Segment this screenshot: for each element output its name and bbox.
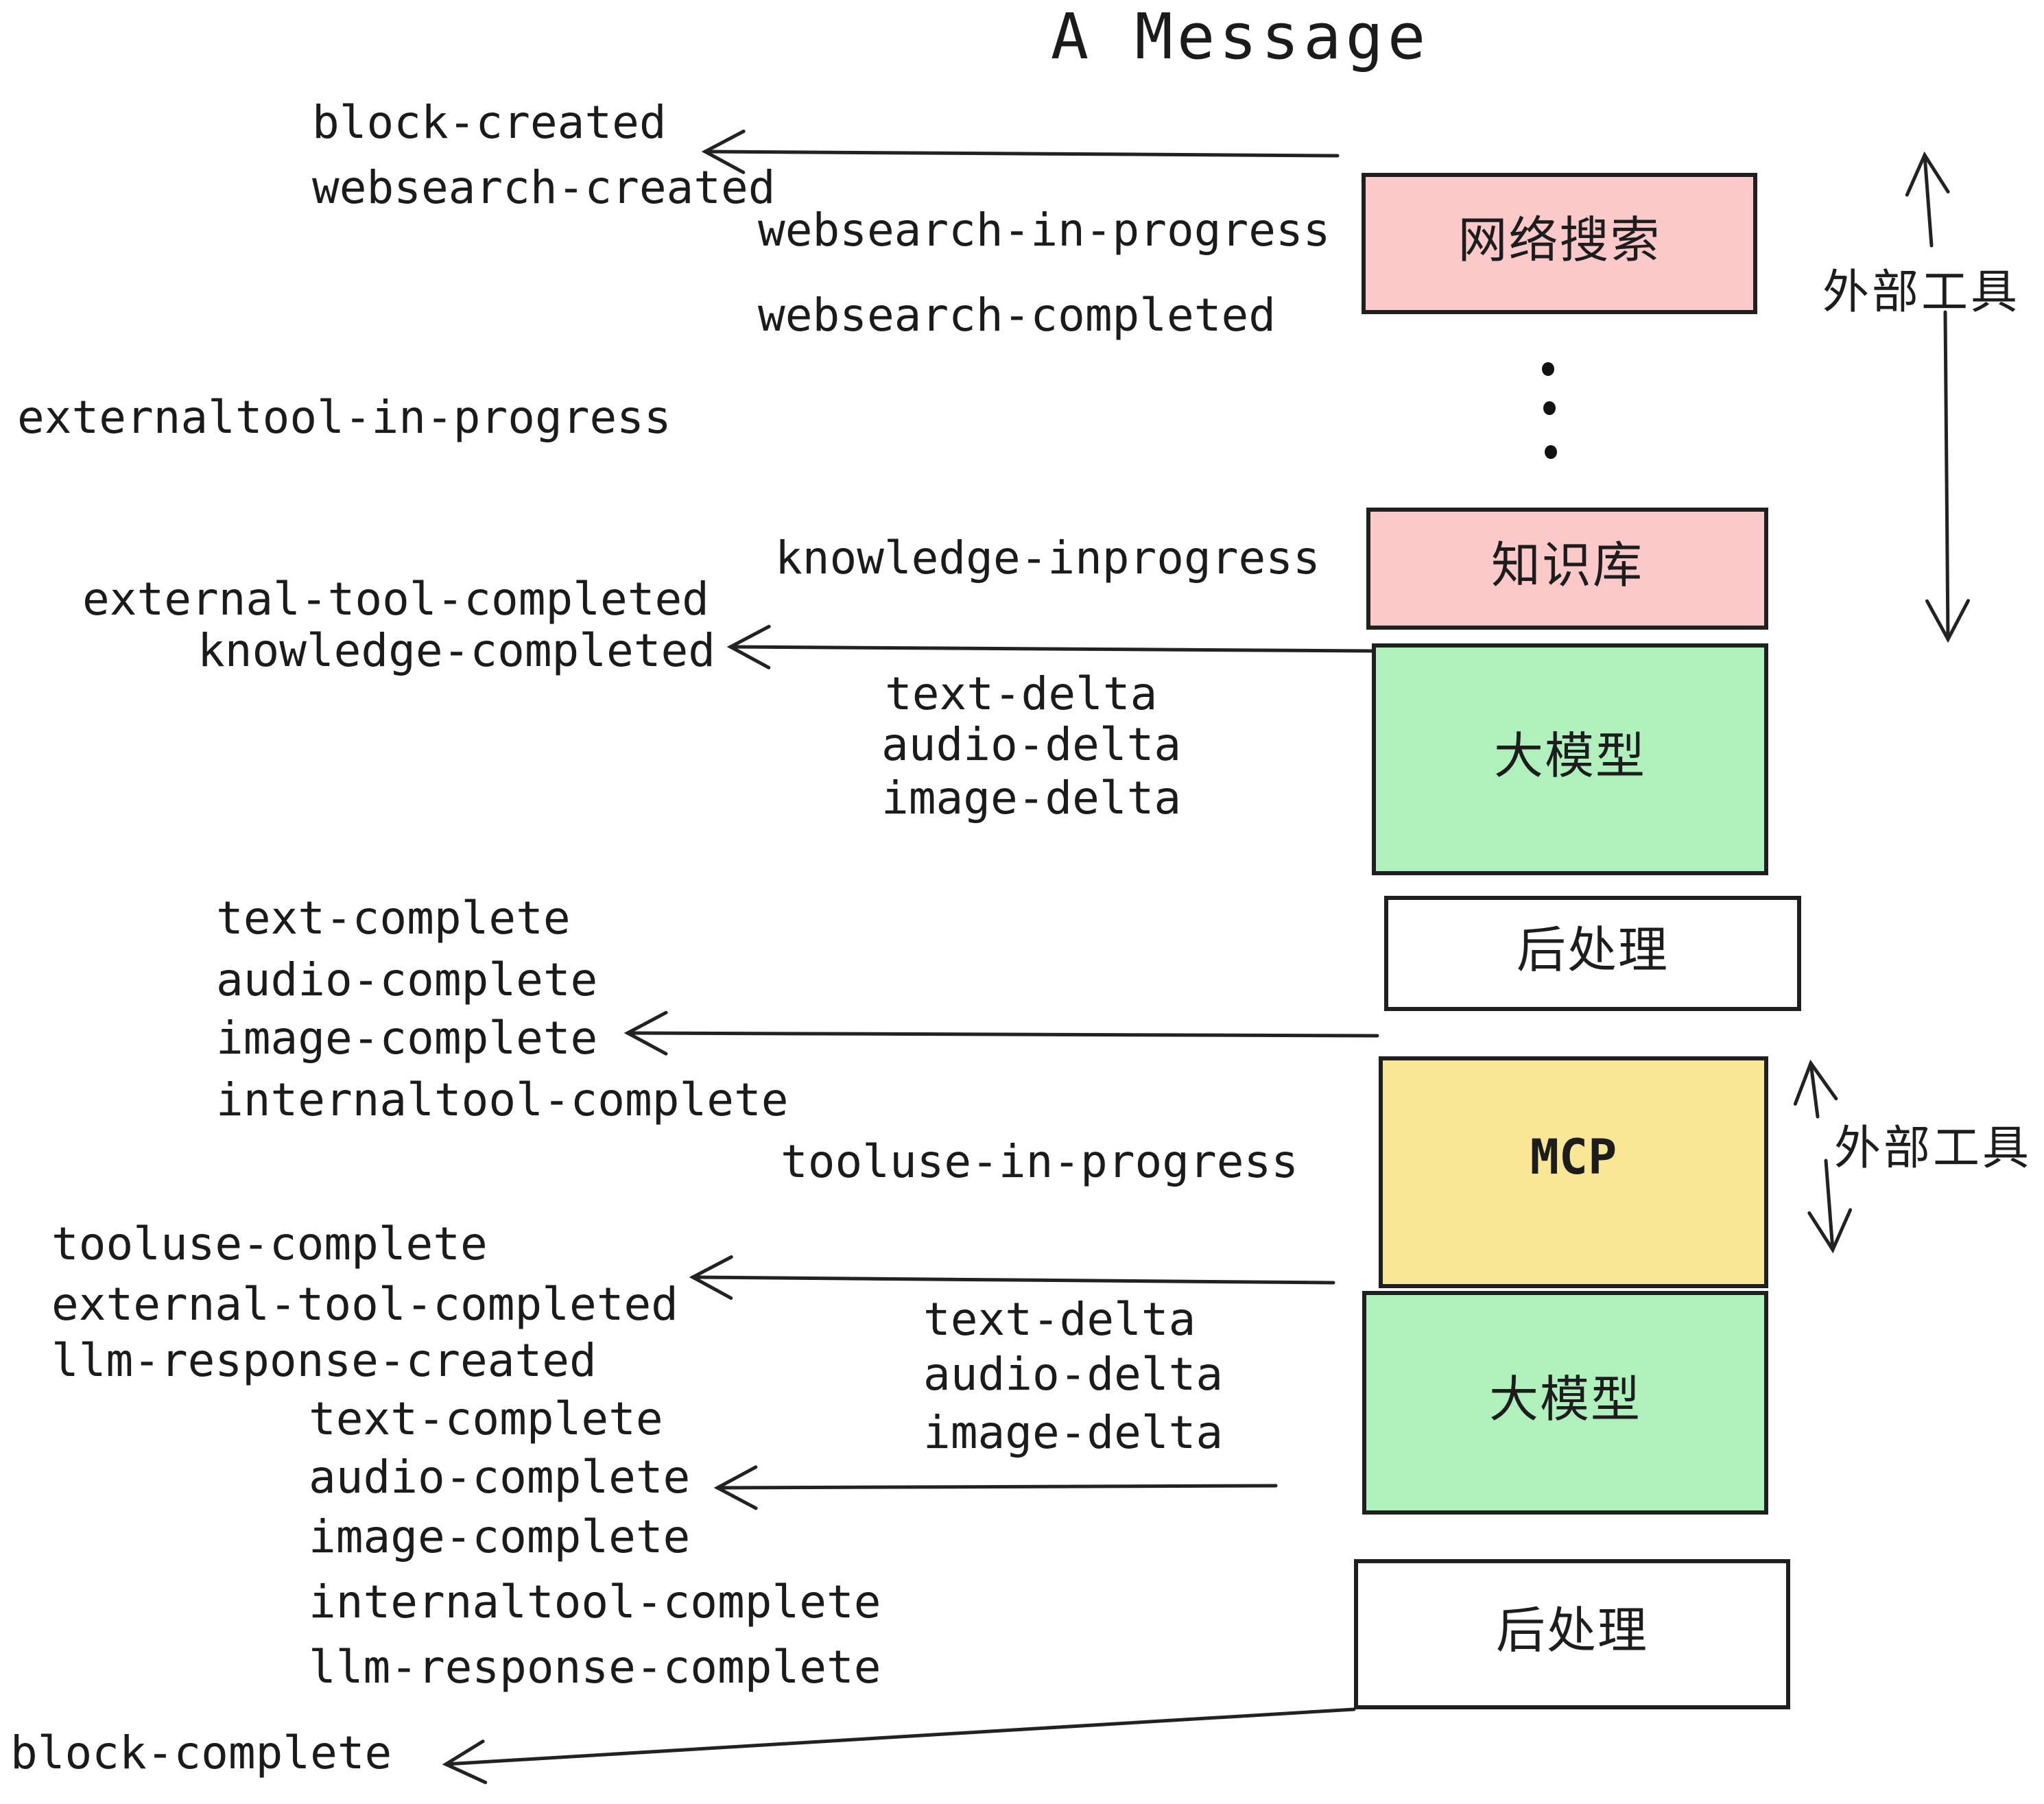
external-tool-upper-arrow-down xyxy=(1925,310,1971,643)
vertical-ellipsis-icon xyxy=(1542,362,1554,376)
event-label-externaltool-in-progress: externaltool-in-progress xyxy=(17,391,672,444)
postprocess-box-bottom-label: 后处理 xyxy=(1495,1604,1648,1659)
event-label-image-complete-1: image-complete xyxy=(216,1012,598,1065)
llm-box-bottom-label: 大模型 xyxy=(1488,1372,1641,1427)
postprocess-box-top-label: 后处理 xyxy=(1516,923,1669,978)
llm-box-bottom: 大模型 xyxy=(1362,1291,1768,1515)
vertical-ellipsis-icon xyxy=(1545,445,1557,459)
vertical-ellipsis-icon xyxy=(1543,401,1556,415)
event-label-text-delta-2: text-delta xyxy=(923,1293,1196,1346)
event-label-text-complete-2: text-complete xyxy=(309,1392,663,1445)
arrow-mcp-to-image-complete xyxy=(623,1010,1379,1056)
event-label-llm-response-complete: llm-response-complete xyxy=(309,1641,881,1694)
event-label-audio-complete-2: audio-complete xyxy=(309,1451,691,1504)
event-label-text-delta-1: text-delta xyxy=(885,667,1158,720)
event-label-external-tool-completed-2: external-tool-completed xyxy=(51,1278,678,1331)
websearch-box-label: 网络搜索 xyxy=(1458,213,1661,268)
llm-box-top-label: 大模型 xyxy=(1493,728,1646,784)
event-label-audio-delta-2: audio-delta xyxy=(923,1348,1224,1401)
diagram-title: A Message xyxy=(1050,0,1430,73)
external-tool-lower-arrow-down xyxy=(1807,1159,1853,1254)
event-label-audio-delta-1: audio-delta xyxy=(881,718,1182,771)
websearch-box: 网络搜索 xyxy=(1362,173,1757,314)
event-label-websearch-in-progress: websearch-in-progress xyxy=(758,204,1331,257)
mcp-box-label: MCP xyxy=(1530,1129,1617,1185)
event-label-audio-complete-1: audio-complete xyxy=(216,953,598,1006)
external-tool-lower-arrow-up xyxy=(1793,1059,1838,1119)
postprocess-box-bottom: 后处理 xyxy=(1354,1559,1790,1709)
knowledge-box: 知识库 xyxy=(1366,508,1768,630)
event-label-websearch-created: websearch-created xyxy=(312,161,776,214)
arrow-post-to-block-complete xyxy=(442,1707,1356,1785)
event-label-tooluse-in-progress: tooluse-in-progress xyxy=(781,1135,1298,1188)
event-label-image-delta-1: image-delta xyxy=(881,772,1182,824)
event-label-block-created: block-created xyxy=(312,96,667,149)
postprocess-box-top: 后处理 xyxy=(1384,896,1801,1011)
event-label-knowledge-inprogress: knowledge-inprogress xyxy=(775,532,1320,584)
event-label-internaltool-complete-1: internaltool-complete xyxy=(216,1073,789,1126)
event-label-tooluse-complete: tooluse-complete xyxy=(51,1218,488,1270)
arrow-llm-to-knowledge-completed xyxy=(726,624,1374,669)
event-label-websearch-completed: websearch-completed xyxy=(758,289,1276,342)
external-tool-label-upper: 外部工具 xyxy=(1822,266,2021,318)
external-tool-upper-arrow-up xyxy=(1905,151,1950,248)
event-label-internaltool-complete-2: internaltool-complete xyxy=(309,1576,881,1628)
knowledge-box-label: 知识库 xyxy=(1490,538,1643,593)
event-label-image-delta-2: image-delta xyxy=(923,1406,1224,1459)
external-tool-label-lower: 外部工具 xyxy=(1834,1122,2032,1174)
arrow-llm2-to-tooluse-complete xyxy=(689,1255,1335,1300)
event-label-block-complete: block-complete xyxy=(10,1726,392,1779)
event-label-image-complete-2: image-complete xyxy=(309,1510,691,1563)
arrow-llm2-to-audio-complete xyxy=(713,1465,1278,1510)
event-label-llm-response-created: llm-response-created xyxy=(51,1334,597,1387)
event-label-external-tool-completed: external-tool-completed xyxy=(82,573,709,626)
event-label-knowledge-completed: knowledge-completed xyxy=(198,624,715,677)
mcp-box: MCP xyxy=(1379,1056,1768,1288)
arrow-websearch-to-block-created xyxy=(701,129,1340,174)
event-label-text-complete-1: text-complete xyxy=(216,892,571,945)
llm-box-top: 大模型 xyxy=(1372,643,1768,875)
